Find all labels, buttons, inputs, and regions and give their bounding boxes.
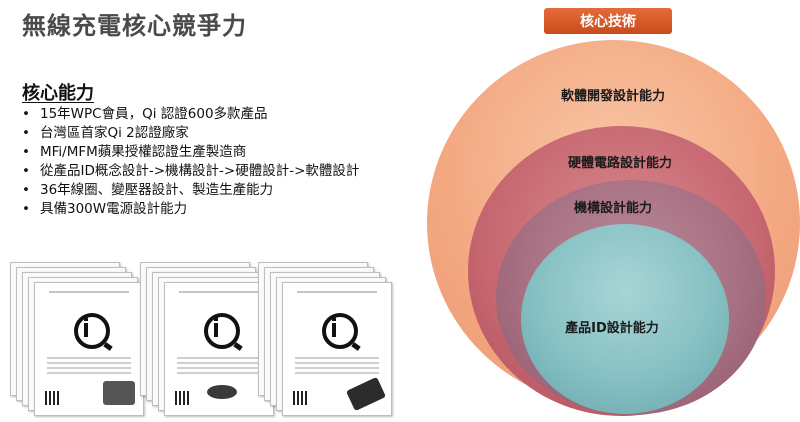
certificate-front (34, 282, 144, 416)
certificate-stack (140, 262, 290, 422)
layer-label-product-id: 產品ID設計能力 (565, 321, 659, 336)
capability-item: 36年線圈、變壓器設計、製造生產能力 (22, 181, 359, 200)
layer-label-mechanical: 機構設計能力 (573, 201, 653, 216)
product-photo (345, 376, 387, 412)
qr-code-icon (45, 391, 59, 405)
certificate-stack (258, 262, 408, 422)
certificate-front (282, 282, 392, 416)
certificate-stack (10, 262, 160, 422)
capability-item: 台灣區首家Qi 2認證廠家 (22, 124, 359, 143)
certificate-front (164, 282, 274, 416)
layer-label-software: 軟體開發設計能力 (560, 89, 666, 104)
section-heading: 核心能力 (22, 83, 94, 104)
product-id-circle (521, 224, 729, 414)
slide-title: 無線充電核心競爭力 (22, 12, 247, 40)
capability-item: 15年WPC會員，Qi 認證600多款產品 (22, 105, 359, 124)
product-photo (207, 385, 237, 399)
capability-list: 15年WPC會員，Qi 認證600多款產品 台灣區首家Qi 2認證廠家 MFi/… (22, 105, 359, 219)
capability-item: 具備300W電源設計能力 (22, 200, 359, 219)
capability-item: MFi/MFM蘋果授權認證生產製造商 (22, 143, 359, 162)
qi-logo-icon (74, 313, 110, 349)
layer-label-hardware: 硬體電路設計能力 (567, 156, 673, 171)
qi-logo-icon (322, 313, 358, 349)
capability-item: 從產品ID概念設計->機構設計->硬體設計->軟體設計 (22, 162, 359, 181)
qr-code-icon (175, 391, 189, 405)
qi-logo-icon (204, 313, 240, 349)
core-tech-badge: 核心技術 (544, 8, 672, 34)
product-photo (103, 381, 135, 405)
qr-code-icon (293, 391, 307, 405)
